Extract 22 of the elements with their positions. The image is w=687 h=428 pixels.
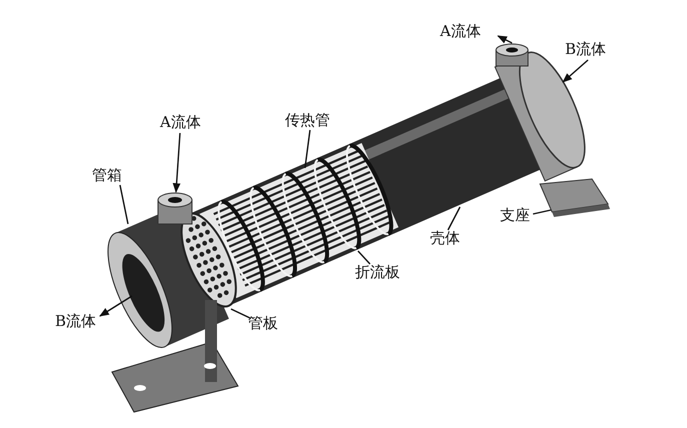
leader-line — [357, 250, 371, 264]
part-label: 支座 — [500, 206, 530, 224]
support-bracket — [539, 178, 610, 217]
part-label: A流体 — [160, 113, 201, 131]
part-label: A流体 — [440, 22, 481, 40]
arrow — [99, 295, 132, 317]
leader-line — [532, 209, 552, 215]
leader-line — [304, 130, 311, 168]
inlet-nozzle — [158, 192, 192, 224]
arrow — [172, 132, 181, 193]
part-label: B流体 — [55, 312, 96, 330]
part-label: 管板 — [248, 314, 278, 332]
part-label: 折流板 — [355, 263, 400, 281]
part-label: 传热管 — [285, 111, 330, 129]
leader-line — [230, 308, 250, 319]
part-label: B流体 — [565, 40, 606, 58]
part-label: 管箱 — [92, 166, 122, 184]
leader-line — [119, 184, 129, 224]
part-label: 壳体 — [430, 229, 460, 247]
leader-line — [447, 206, 461, 230]
arrow — [497, 35, 512, 44]
arrow — [562, 59, 588, 83]
